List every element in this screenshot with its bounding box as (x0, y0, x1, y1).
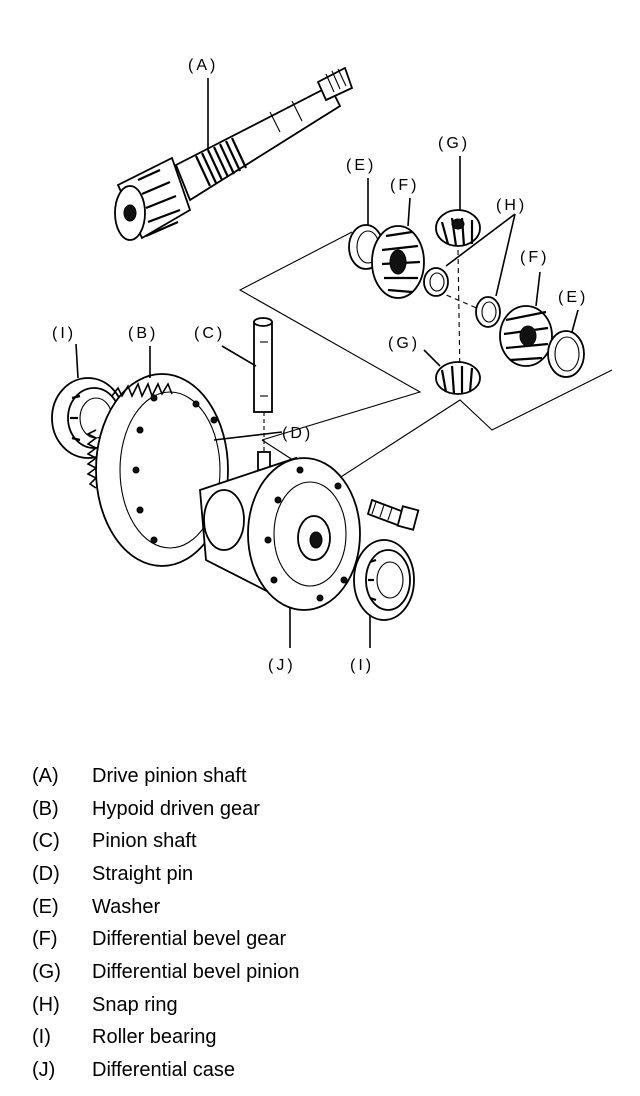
legend-row-c: (C) Pinion shaft (32, 825, 592, 858)
legend-name: Hypoid driven gear (92, 797, 260, 820)
legend-code: (J) (32, 1059, 56, 1082)
callout-d: (D) (282, 425, 313, 442)
legend-row-d: (D) Straight pin (32, 858, 592, 891)
legend-code: (A) (32, 764, 59, 787)
legend-code: (G) (32, 960, 61, 983)
straight-pin (213, 412, 283, 471)
pinion-splines (195, 137, 247, 187)
callout-e-left: (E) (346, 157, 376, 174)
differential-case (199, 456, 361, 648)
legend-name: Drive pinion shaft (92, 764, 247, 787)
legend-row-i: (I) Roller bearing (32, 1022, 592, 1055)
ring-gear-teeth (86, 381, 173, 489)
snap-ring-left (423, 267, 449, 297)
snap-ring-right (475, 296, 501, 328)
callout-i-left: (I) (52, 325, 76, 342)
callout-j: (J) (268, 657, 296, 674)
legend-name: Differential bevel gear (92, 928, 287, 951)
legend-code: (F) (32, 928, 58, 951)
legend-code: (D) (32, 862, 60, 885)
legend-code: (C) (32, 830, 60, 853)
legend-code: (I) (32, 1026, 51, 1049)
callout-i-right: (I) (350, 657, 374, 674)
callout-f-left: (F) (390, 177, 419, 194)
callout-c: (C) (194, 325, 225, 342)
legend-name: Pinion shaft (92, 830, 197, 853)
legend-name: Roller bearing (92, 1026, 217, 1049)
callout-a: (A) (188, 57, 218, 74)
legend-row-g: (G) Differential bevel pinion (32, 956, 592, 989)
callout-g-top: (G) (438, 135, 470, 152)
legend-code: (H) (32, 993, 60, 1016)
callout-h: (H) (496, 197, 527, 214)
parts-legend: (A) Drive pinion shaft (B) Hypoid driven… (32, 760, 592, 1087)
hypoid-driven-gear (86, 346, 229, 567)
legend-row-f: (F) Differential bevel gear (32, 923, 592, 956)
legend-name: Differential bevel pinion (92, 960, 300, 983)
pinion-teeth (137, 168, 181, 238)
drive-pinion-shaft (114, 66, 354, 241)
callout-f-right: (F) (520, 249, 549, 266)
legend-code: (E) (32, 895, 59, 918)
legend-row-j: (J) Differential case (32, 1054, 592, 1087)
legend-row-h: (H) Snap ring (32, 989, 592, 1022)
bevel-pinion-bottom (423, 349, 481, 395)
washer-right (547, 309, 585, 378)
bevel-gear-left (371, 197, 425, 299)
callout-b: (B) (128, 325, 158, 342)
legend-row-a: (A) Drive pinion shaft (32, 760, 592, 793)
legend-code: (B) (32, 797, 59, 820)
legend-name: Washer (92, 895, 161, 918)
legend-row-b: (B) Hypoid driven gear (32, 793, 592, 826)
callout-e-right: (E) (558, 289, 588, 306)
legend-name: Snap ring (92, 993, 178, 1016)
bevel-pinion-top (435, 156, 481, 247)
callout-g-bottom: (G) (388, 335, 420, 352)
pinion-shaft (221, 317, 273, 413)
bevel-gear-right (499, 271, 553, 367)
exploded-diagram: (A) (E) (F) (G) (H) (F) (E) (G) (I) (B) … (51, 57, 613, 674)
case-bolt (366, 498, 420, 531)
legend-name: Differential case (92, 1059, 236, 1082)
legend-row-e: (E) Washer (32, 891, 592, 924)
legend-name: Straight pin (92, 862, 194, 885)
roller-bearing-right (353, 539, 415, 648)
